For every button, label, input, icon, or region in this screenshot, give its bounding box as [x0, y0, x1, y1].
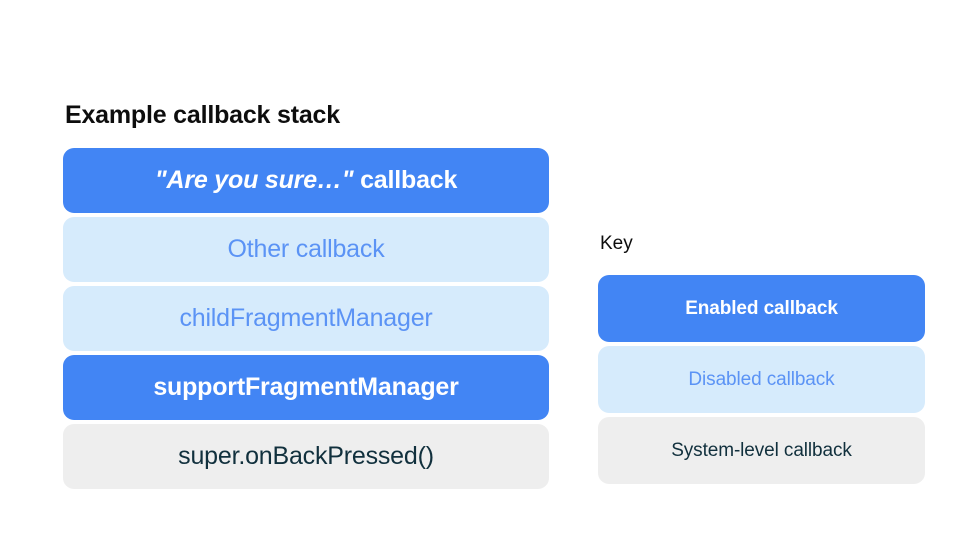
key-section: Key Enabled callback Disabled callback S…	[598, 232, 925, 484]
stack-item-label-quoted: "Are you sure…"	[154, 166, 354, 194]
stack-item-label: supportFragmentManager	[153, 373, 459, 401]
key-item-label: Enabled callback	[685, 297, 838, 319]
stack-item-other-callback: Other callback	[63, 217, 549, 282]
stack-item-label: Other callback	[227, 235, 385, 263]
stack-item-support-fragment-manager: supportFragmentManager	[63, 355, 549, 420]
stack-item-child-fragment-manager: childFragmentManager	[63, 286, 549, 351]
stack-item-are-you-sure-callback: "Are you sure…" callback	[63, 148, 549, 213]
stack-item-label: super.onBackPressed()	[178, 442, 434, 470]
key-item-label: Disabled callback	[688, 368, 835, 390]
stack-item-label-tail: callback	[353, 166, 458, 194]
key-item-enabled-callback: Enabled callback	[598, 275, 925, 342]
key-item-system-level-callback: System-level callback	[598, 417, 925, 484]
key-item-label: System-level callback	[671, 439, 852, 461]
key-list: Enabled callback Disabled callback Syste…	[598, 275, 925, 484]
key-section-title: Key	[600, 233, 633, 254]
callback-stack-section: Example callback stack "Are you sure…" c…	[63, 100, 549, 489]
stack-item-label: "Are you sure…" callback	[154, 166, 458, 195]
callback-stack-list: "Are you sure…" callback Other callback …	[63, 148, 549, 489]
stack-section-title: Example callback stack	[65, 101, 340, 129]
stack-item-label: childFragmentManager	[179, 304, 433, 332]
stack-item-super-onbackpressed: super.onBackPressed()	[63, 424, 549, 489]
key-item-disabled-callback: Disabled callback	[598, 346, 925, 413]
